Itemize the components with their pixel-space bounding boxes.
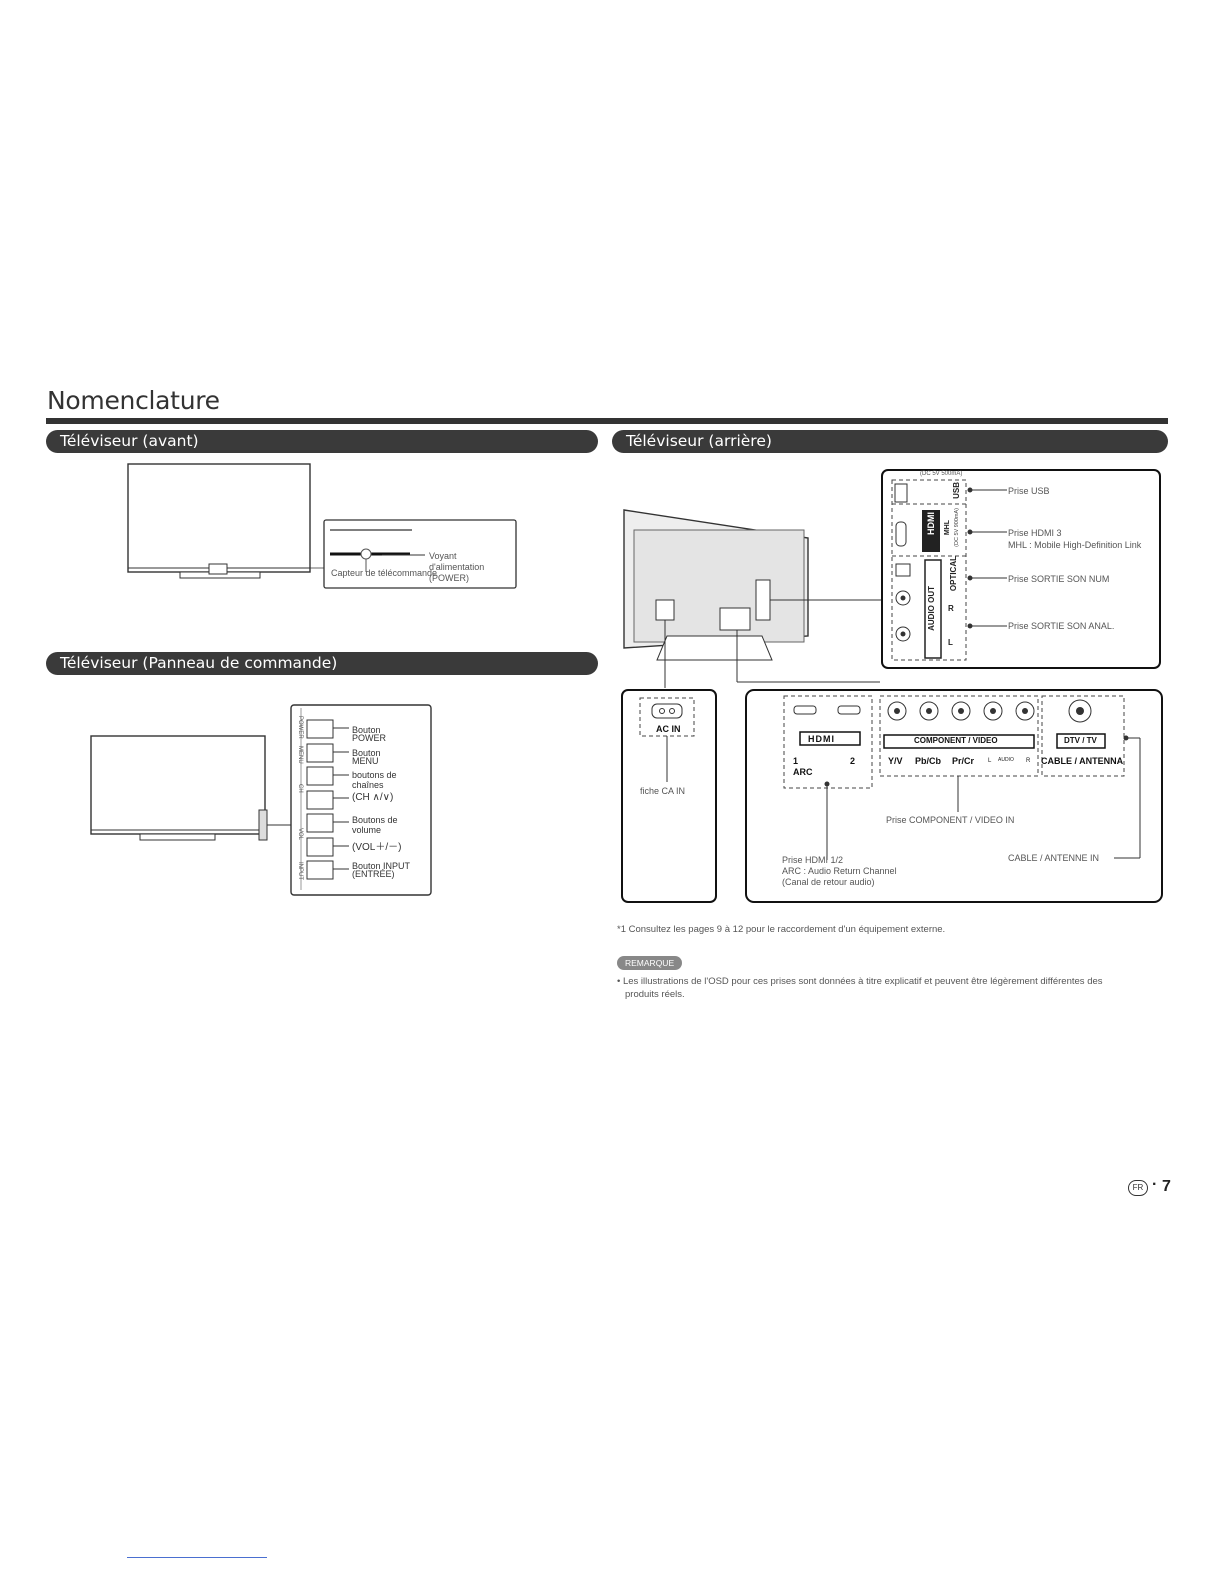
ac-in-callout: fiche CA IN <box>640 786 686 796</box>
callout-channel-l2: chaînes <box>352 780 384 790</box>
remark-line-2: produits réels. <box>625 989 685 1000</box>
audio-r-label: R <box>948 604 954 613</box>
page-title: Nomenclature <box>47 386 220 415</box>
mhl-callout: MHL : Mobile High-Definition Link <box>1008 540 1142 550</box>
cable-callout: CABLE / ANTENNE IN <box>1008 853 1100 863</box>
power-light-label: Voyant d'alimentation (POWER) <box>429 551 484 584</box>
panel-side-labels: POWER MENU CH VOL INPUT <box>294 710 306 886</box>
hdmi12-callout-l1: Prise HDMI 1/2 <box>782 855 844 865</box>
control-panel-diagram <box>90 704 432 896</box>
audio-out-label: AUDIO OUT <box>927 586 936 631</box>
component-col-r: R <box>1026 758 1031 764</box>
arc-label: ARC <box>793 767 813 777</box>
footer-rule <box>127 1557 267 1558</box>
remark-badge: REMARQUE <box>617 956 683 970</box>
callout-input-l1: Bouton INPUT <box>352 861 411 871</box>
language-badge: FR <box>1128 1180 1148 1196</box>
callout-input-button: Bouton INPUT (ENTRÉE) <box>352 861 410 880</box>
callout-channel-symbol: (CH ∧/∨) <box>352 792 394 803</box>
side-label-input: INPUT <box>297 862 303 880</box>
callout-volume-l1: Boutons de <box>352 815 398 825</box>
usb-callout: Prise USB <box>1008 486 1050 496</box>
hdmi-port-2: 2 <box>850 756 856 766</box>
mhl-label: MHL <box>944 520 951 536</box>
audio-l-label: L <box>948 638 953 647</box>
power-light-line-2: d'alimentation <box>429 562 485 572</box>
power-light-line-3: (POWER) <box>429 573 469 583</box>
usb-port-label: USB <box>952 482 961 499</box>
footnote: *1 Consultez les pages 9 à 12 pour le ra… <box>617 924 946 935</box>
component-col-y: Y/V <box>888 756 903 766</box>
component-col-l: L <box>988 758 992 764</box>
section-header-front: Téléviseur (avant) <box>46 430 598 453</box>
dtv-label: DTV / TV <box>1064 736 1097 745</box>
side-label-power: POWER <box>297 716 303 739</box>
hdmi-port-1: 1 <box>793 756 799 766</box>
callout-menu-l2: MENU <box>352 756 379 766</box>
section-header-rear: Téléviseur (arrière) <box>612 430 1168 453</box>
power-light-line-1: Voyant <box>429 551 457 561</box>
component-label: COMPONENT / VIDEO <box>914 736 998 745</box>
digital-out-callout: Prise SORTIE SON NUM <box>1008 574 1110 584</box>
component-col-pb: Pb/Cb <box>915 756 941 766</box>
hdmi3-callout: Prise HDMI 3 <box>1008 528 1062 538</box>
callout-power-button: Bouton POWER <box>352 725 386 744</box>
side-label-menu: MENU <box>297 746 303 764</box>
callout-channel-l1: boutons de <box>352 770 397 780</box>
callout-input-l2: (ENTRÉE) <box>352 869 395 879</box>
section-header-panel: Téléviseur (Panneau de commande) <box>46 652 598 675</box>
side-label-ch: CH <box>297 784 303 793</box>
page-number-dot: · <box>1152 1176 1158 1193</box>
callout-volume-symbol: (VOL＋/－) <box>352 842 402 853</box>
title-rule <box>46 418 1168 424</box>
usb-rating: (DC 5V 500mA) <box>920 471 963 477</box>
hdmi12-callout-l3: (Canal de retour audio) <box>782 877 875 887</box>
optical-label: OPTICAL <box>949 556 958 592</box>
component-col-pr: Pr/Cr <box>952 756 975 766</box>
remote-sensor-label: Capteur de télécommande <box>331 568 438 578</box>
callout-volume-l2: volume <box>352 825 382 835</box>
hdmi12-callout: Prise HDMI 1/2 ARC : Audio Return Channe… <box>782 855 897 888</box>
component-callout: Prise COMPONENT / VIDEO IN <box>886 815 1015 825</box>
cable-antenna-label: CABLE / ANTENNA <box>1041 756 1124 766</box>
callout-channel-buttons: boutons de chaînes <box>352 770 397 791</box>
page-number: 7 <box>1162 1178 1171 1195</box>
callout-volume-buttons: Boutons de volume <box>352 815 398 836</box>
ac-in-label: AC IN <box>656 724 681 734</box>
rear-tv-diagram <box>621 469 1163 903</box>
hdmi12-callout-l2: ARC : Audio Return Channel <box>782 866 897 876</box>
callout-power-l1: Bouton <box>352 725 381 735</box>
side-label-vol: VOL <box>297 828 303 841</box>
remark-text: • Les illustrations de l'OSD pour ces pr… <box>617 975 1165 1001</box>
front-tv-diagram <box>127 463 517 589</box>
remark-line-1: • Les illustrations de l'OSD pour ces pr… <box>617 976 1103 987</box>
callout-menu-button: Bouton MENU <box>352 748 381 767</box>
analog-out-callout: Prise SORTIE SON ANAL. <box>1008 621 1115 631</box>
mhl-rating: (DC 5V 900mA) <box>954 508 960 547</box>
callout-menu-l1: Bouton <box>352 748 381 758</box>
component-col-audio: AUDIO <box>998 757 1014 763</box>
callout-power-l2: POWER <box>352 733 387 743</box>
hdmi-side-logo: HDMI <box>926 512 936 535</box>
hdmi-bottom-logo: HDMI <box>808 734 835 744</box>
